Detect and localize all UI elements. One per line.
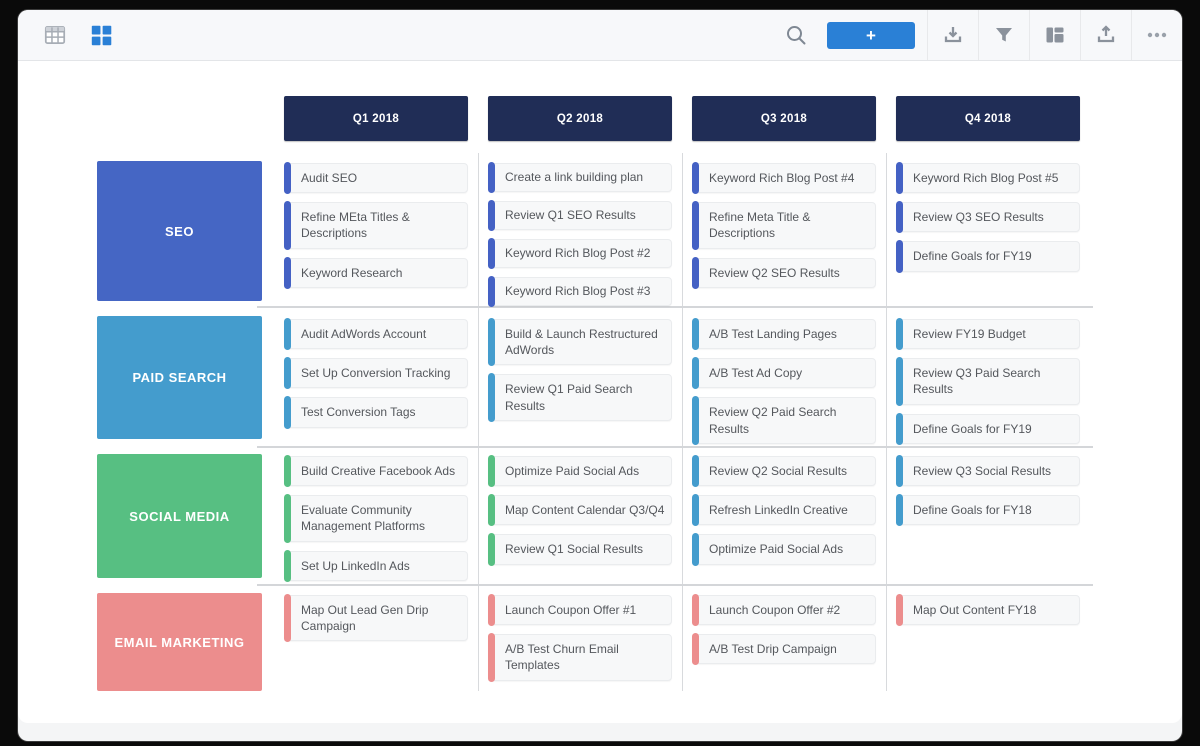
download-icon[interactable] (928, 10, 978, 60)
category-block-seo[interactable]: SEO (97, 161, 262, 301)
toolbar: + (18, 10, 1182, 61)
grid-view-icon[interactable] (88, 22, 114, 48)
search-icon[interactable] (771, 10, 821, 60)
quarter-header[interactable]: Q2 2018 (488, 96, 672, 141)
task-card[interactable]: Review Q2 Paid Search Results (692, 396, 876, 446)
task-card[interactable]: Review Q3 SEO Results (896, 201, 1080, 234)
task-card[interactable]: Create a link building plan (488, 162, 672, 193)
task-card[interactable]: Review Q1 Paid Search Results (488, 373, 672, 423)
task-card[interactable]: Optimize Paid Social Ads (488, 454, 672, 488)
task-card[interactable]: Audit AdWords Account (284, 317, 468, 351)
upload-icon[interactable] (1081, 10, 1131, 60)
category-block-email-marketing[interactable]: EMAIL MARKETING (97, 593, 262, 691)
column-divider (682, 153, 683, 691)
task-card[interactable]: Keyword Rich Blog Post #2 (488, 238, 672, 269)
quarter-header[interactable]: Q4 2018 (896, 96, 1080, 141)
task-card[interactable]: Review Q3 Social Results (896, 454, 1080, 488)
task-card[interactable]: Define Goals for FY19 (896, 240, 1080, 273)
task-card[interactable]: Set Up Conversion Tracking (284, 357, 468, 390)
task-card[interactable]: Keyword Research (284, 256, 468, 289)
board-cell: Map Out Content FY18 (896, 593, 1080, 691)
quarter-header[interactable]: Q3 2018 (692, 96, 876, 141)
toolbar-actions: + (771, 10, 1182, 60)
row-divider (257, 446, 1093, 448)
task-card[interactable]: Review Q1 Social Results (488, 533, 672, 566)
layout-icon[interactable] (1030, 10, 1080, 60)
column-divider (886, 153, 887, 691)
task-card[interactable]: A/B Test Landing Pages (692, 317, 876, 351)
task-card[interactable]: Evaluate Community Management Platforms (284, 494, 468, 543)
task-card[interactable]: A/B Test Churn Email Templates (488, 633, 672, 682)
task-card[interactable]: Review Q3 Paid Search Results (896, 357, 1080, 406)
task-card[interactable]: Map Out Content FY18 (896, 593, 1080, 627)
task-card[interactable]: Keyword Rich Blog Post #4 (692, 161, 876, 195)
task-card[interactable]: Define Goals for FY19 (896, 412, 1080, 445)
task-card[interactable]: Review Q2 Social Results (692, 454, 876, 488)
table-view-icon[interactable] (42, 22, 68, 48)
app-window: + (18, 10, 1182, 741)
board-cell: Launch Coupon Offer #2 A/B Test Drip Camp… (692, 593, 876, 691)
category-block-social-media[interactable]: SOCIAL MEDIA (97, 454, 262, 578)
toolbar-separator (927, 10, 928, 60)
quarter-header[interactable]: Q1 2018 (284, 96, 468, 141)
task-card[interactable]: Refine Meta Title & Descriptions (692, 201, 876, 250)
task-card[interactable]: Keyword Rich Blog Post #3 (488, 276, 672, 307)
task-card[interactable]: A/B Test Ad Copy (692, 357, 876, 390)
task-card[interactable]: Review Q2 SEO Results (692, 256, 876, 289)
category-block-paid-search[interactable]: PAID SEARCH (97, 316, 262, 439)
task-card[interactable]: Audit SEO (284, 161, 468, 195)
task-card[interactable]: Refine MEta Titles & Descriptions (284, 201, 468, 250)
toolbar-separator (1131, 10, 1132, 60)
task-card[interactable]: Build & Launch Restructured AdWords (488, 317, 672, 367)
row-divider (257, 306, 1093, 308)
more-icon[interactable] (1132, 10, 1182, 60)
board-cell: Audit SEO Refine MEta Titles & Descriptio… (284, 161, 468, 304)
task-card[interactable]: Refresh LinkedIn Creative (692, 494, 876, 527)
toolbar-separator (1029, 10, 1030, 60)
board-cell: Keyword Rich Blog Post #5 Review Q3 SEO R… (896, 161, 1080, 304)
task-card[interactable]: Map Out Lead Gen Drip Campaign (284, 593, 468, 643)
toolbar-view-switcher (18, 10, 114, 60)
board-cell: Launch Coupon Offer #1 A/B Test Churn Ema… (488, 593, 672, 691)
board-cell: Keyword Rich Blog Post #4 Refine Meta Tit… (692, 161, 876, 304)
task-card[interactable]: Review Q1 SEO Results (488, 200, 672, 231)
filter-icon[interactable] (979, 10, 1029, 60)
task-card[interactable]: Optimize Paid Social Ads (692, 533, 876, 566)
task-card[interactable]: Set Up LinkedIn Ads (284, 549, 468, 582)
board-cell: Map Out Lead Gen Drip Campaign (284, 593, 468, 691)
task-card[interactable]: Launch Coupon Offer #2 (692, 593, 876, 627)
task-card[interactable]: Test Conversion Tags (284, 396, 468, 429)
task-card[interactable]: Review FY19 Budget (896, 317, 1080, 351)
toolbar-separator (978, 10, 979, 60)
task-card[interactable]: Build Creative Facebook Ads (284, 454, 468, 488)
task-card[interactable]: Map Content Calendar Q3/Q4 (488, 494, 672, 527)
add-button[interactable]: + (827, 21, 915, 49)
toolbar-separator (1080, 10, 1081, 60)
column-divider (478, 153, 479, 691)
task-card[interactable]: Launch Coupon Offer #1 (488, 593, 672, 627)
task-card[interactable]: Keyword Rich Blog Post #5 (896, 161, 1080, 195)
task-card[interactable]: Define Goals for FY18 (896, 494, 1080, 527)
row-divider (257, 584, 1093, 586)
task-card[interactable]: A/B Test Drip Campaign (692, 633, 876, 666)
